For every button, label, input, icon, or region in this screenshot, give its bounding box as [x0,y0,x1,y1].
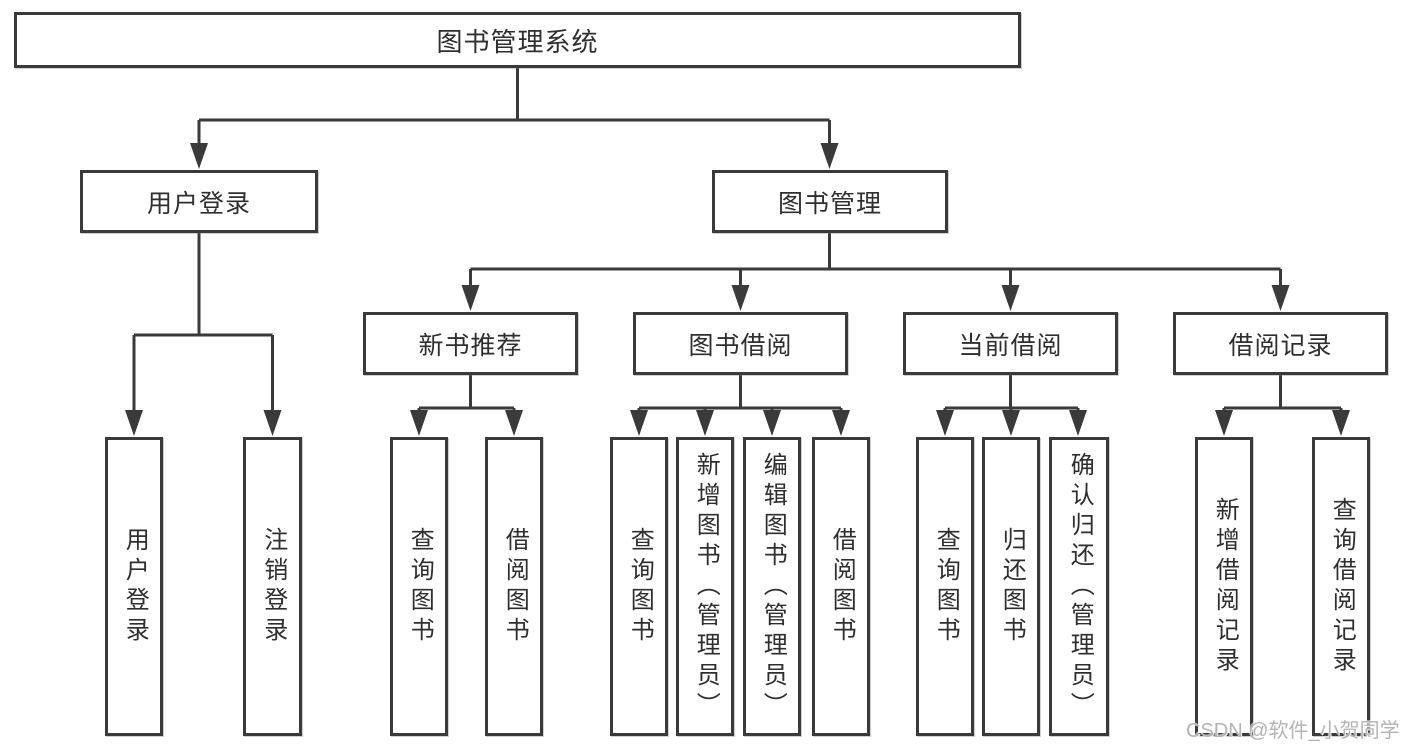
node-library-management-system: 图书管理系统 [14,12,1021,68]
node-label: 确认归还（管理员） [1066,451,1094,722]
node-label: 归还图书 [998,526,1026,647]
leaf-newbook-borrow-books: 借阅图书 [485,437,543,736]
leaf-user-login: 用户登录 [105,437,163,736]
node-label: 新书推荐 [418,331,523,360]
node-user-login: 用户登录 [80,170,318,233]
leaf-borrow-query-books: 查询图书 [610,437,668,736]
leaf-records-query-borrow-record: 查询借阅记录 [1312,437,1370,736]
node-label: 查询图书 [406,526,434,647]
node-label: 编辑图书（管理员） [759,451,787,722]
csdn-watermark: CSDN @软件_小贺同学 [1186,720,1400,742]
node-label: 用户登录 [146,189,251,218]
node-label: 图书管理系统 [436,26,599,57]
node-label: 用户登录 [121,526,149,647]
node-label: 注销登录 [259,526,287,647]
node-label: 借阅记录 [1228,331,1333,360]
leaf-current-query-books: 查询图书 [916,437,974,736]
leaf-logout: 注销登录 [243,437,302,736]
leaf-borrow-borrow-books: 借阅图书 [812,437,870,736]
leaf-current-return-books: 归还图书 [982,437,1040,736]
node-label: 新增借阅记录 [1211,496,1239,677]
leaf-records-add-borrow-record: 新增借阅记录 [1195,437,1253,736]
node-label: 查询借阅记录 [1328,496,1356,677]
node-book-borrow: 图书借阅 [633,312,848,375]
node-book-management: 图书管理 [712,170,948,233]
node-label: 当前借阅 [958,331,1063,360]
node-label: 图书借阅 [688,331,793,360]
node-label: 借阅图书 [828,526,856,647]
node-borrow-records: 借阅记录 [1173,312,1388,375]
node-new-book-recommend: 新书推荐 [363,312,578,375]
node-label: 图书管理 [777,189,882,218]
node-label: 查询图书 [626,526,654,647]
node-label: 新增图书（管理员） [692,451,720,722]
leaf-newbook-query-books: 查询图书 [390,437,448,736]
node-current-borrow: 当前借阅 [903,312,1118,375]
arrowheads [125,143,1350,436]
leaf-current-confirm-return-admin: 确认归还（管理员） [1049,437,1109,736]
leaf-borrow-edit-books-admin: 编辑图书（管理员） [743,437,801,736]
node-label: 借阅图书 [501,526,529,647]
node-label: 查询图书 [932,526,960,647]
leaf-borrow-add-books-admin: 新增图书（管理员） [676,437,734,736]
